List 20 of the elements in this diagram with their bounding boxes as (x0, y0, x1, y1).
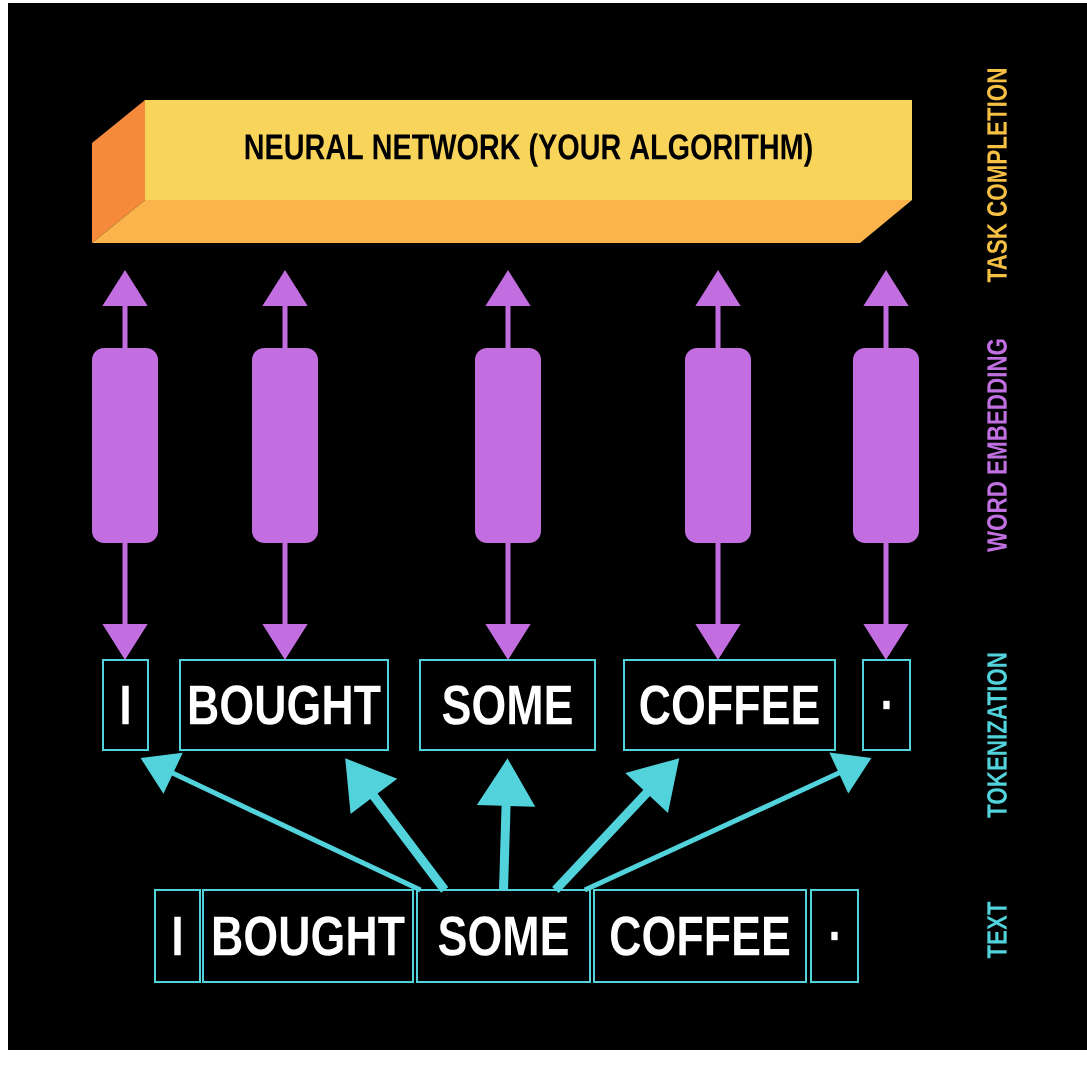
embedding-bar (92, 348, 158, 543)
token-box: I (102, 659, 149, 751)
token-box: BOUGHT (179, 659, 389, 751)
token-box: COFFEE (623, 659, 836, 751)
embedding-bar (853, 348, 919, 543)
side-label: TOKENIZATION (987, 653, 1007, 818)
word-box: SOME (416, 889, 591, 983)
word-box: . (810, 889, 859, 983)
side-label: TASK COMPLETION (987, 69, 1007, 283)
side-label: WORD EMBEDDING (987, 339, 1007, 552)
side-label: TEXT (987, 901, 1007, 959)
word-box: BOUGHT (202, 889, 414, 983)
embedding-bar (475, 348, 541, 543)
token-box: . (862, 659, 911, 751)
network-block: NEURAL NETWORK (YOUR ALGORITHM) (92, 100, 912, 243)
word-box: I (154, 889, 201, 983)
word-box: COFFEE (593, 889, 807, 983)
token-box: SOME (419, 659, 596, 751)
embedding-bar (685, 348, 751, 543)
embedding-bar (252, 348, 318, 543)
